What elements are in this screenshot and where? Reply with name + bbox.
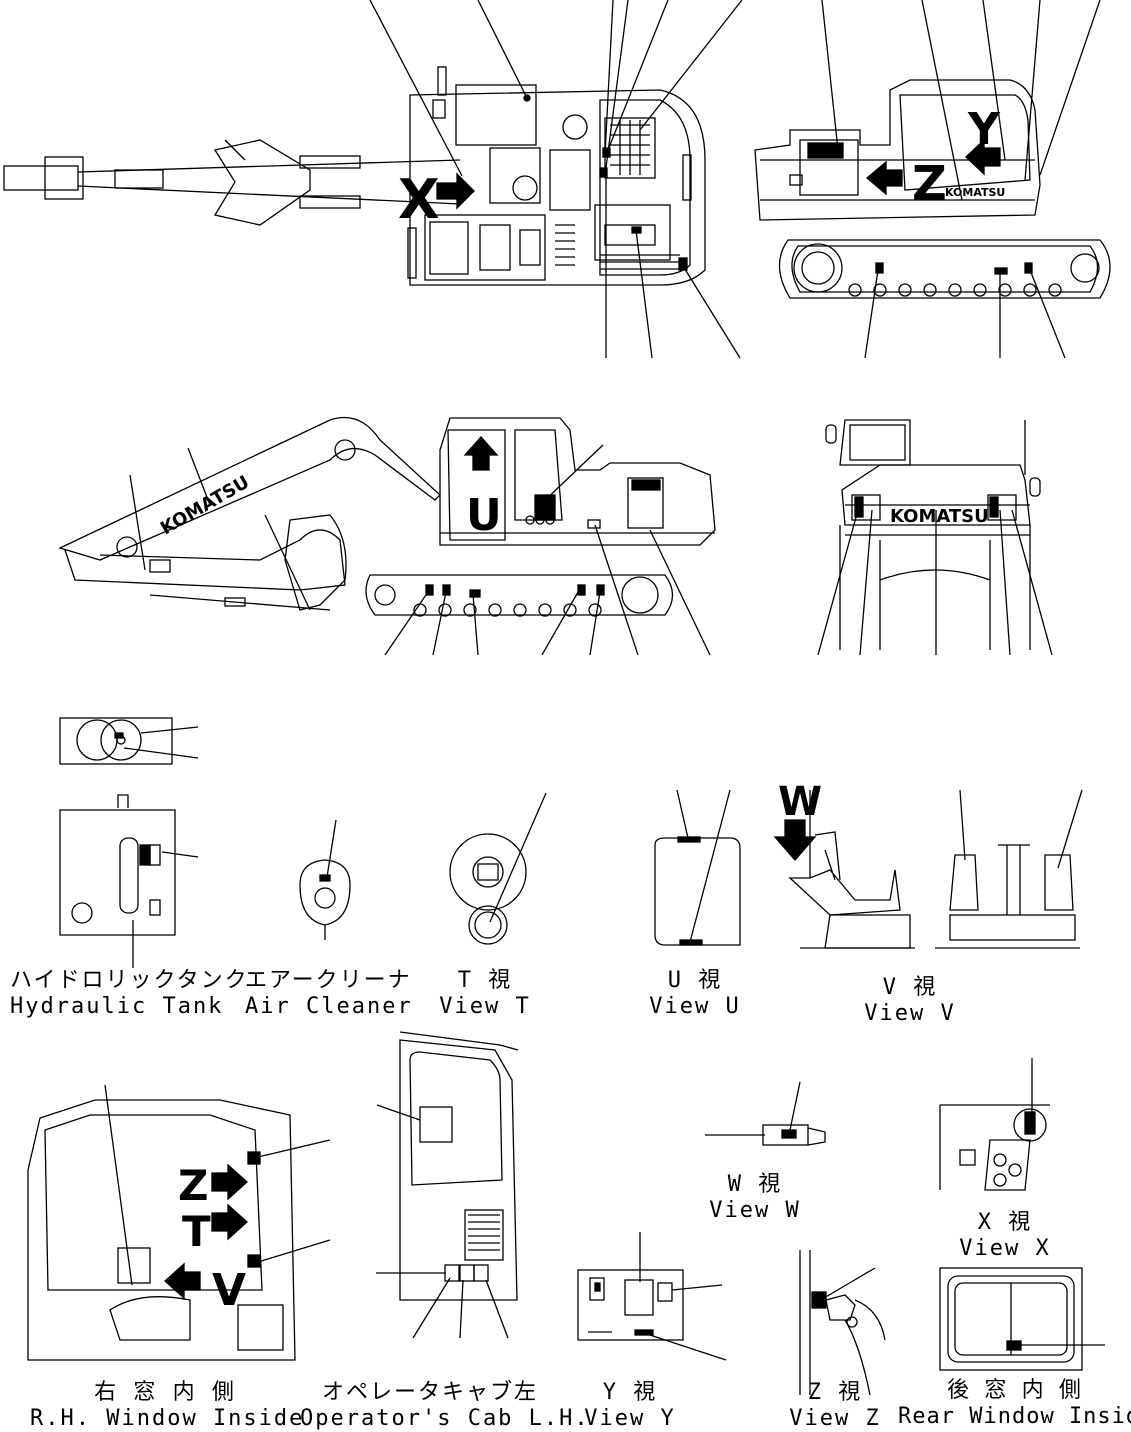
caption-air-cleaner-en: Air Cleaner: [245, 994, 413, 1019]
view-x-drawing: [939, 1058, 1050, 1191]
caption-view-v-jp: V 視: [882, 975, 938, 1000]
caption-view-w-jp: W 視: [727, 1172, 783, 1197]
caption-rh-window-inside: 右 窓 内 側 R.H. Window Inside: [30, 1380, 305, 1432]
caption-cab-lh-jp: オペレータキャブ左: [321, 1380, 538, 1405]
right-side-view-machine: KOMATSU: [754, 0, 1111, 359]
view-marker-w: W: [778, 779, 822, 825]
view-marker-u: U: [466, 490, 502, 541]
top-view-machine: [3, 0, 743, 359]
caption-air-cleaner-jp: エアークリーナ: [245, 968, 412, 993]
rear-view-machine: KOMATSU: [817, 419, 1053, 656]
caption-view-z: Z 視 View Z: [780, 1380, 890, 1432]
rear-window-inside-drawing: [939, 1267, 1105, 1371]
view-w-drawing: [705, 1081, 826, 1146]
caption-view-y-en: View Y: [584, 1406, 676, 1431]
hydraulic-tank-drawing: [59, 717, 199, 968]
view-v-drawing: [773, 789, 1083, 949]
caption-view-t-jp: T 視: [457, 968, 513, 993]
rh-window-inside-drawing: [27, 1084, 331, 1361]
caption-view-v-en: View V: [864, 1001, 956, 1026]
view-marker-v: V: [212, 1265, 246, 1316]
caption-view-v: V 視 View V: [855, 975, 965, 1027]
komatsu-logo-side: KOMATSU: [945, 186, 1005, 199]
view-y-drawing: [577, 1232, 727, 1361]
caption-hydraulic-tank: ハイドロリックタンク Hydraulic Tank: [10, 968, 249, 1020]
caption-view-t: T 視 View T: [430, 968, 540, 1020]
view-z-drawing: [799, 1250, 886, 1396]
caption-rh-window-en: R.H. Window Inside: [30, 1406, 305, 1431]
caption-rear-window-en: Rear Window Inside: [898, 1404, 1131, 1429]
caption-cab-lh-en: Operator's Cab L.H.: [300, 1406, 590, 1431]
komatsu-logo-rear: KOMATSU: [890, 506, 989, 527]
operators-cab-lh-drawing: [376, 1031, 519, 1339]
caption-view-u-jp: U 視: [667, 968, 723, 993]
view-marker-t: T: [182, 1207, 211, 1256]
caption-view-z-jp: Z 視: [807, 1380, 863, 1405]
caption-view-y: Y 視 View Y: [575, 1380, 685, 1432]
caption-view-x-en: View X: [959, 1236, 1051, 1261]
komatsu-logo-boom: KOMATSU: [157, 472, 253, 540]
caption-view-u: U 視 View U: [640, 968, 750, 1020]
caption-rear-window-jp: 後 窓 内 側: [947, 1378, 1082, 1403]
caption-rh-window-jp: 右 窓 内 側: [94, 1380, 236, 1405]
caption-air-cleaner: エアークリーナ Air Cleaner: [245, 968, 413, 1020]
left-side-view-machine: KOMATSU: [58, 416, 716, 656]
caption-view-w-en: View W: [709, 1198, 801, 1223]
view-marker-z: Z: [912, 156, 947, 212]
caption-view-u-en: View U: [649, 994, 741, 1019]
view-marker-z-window: Z: [178, 1161, 208, 1210]
caption-view-z-en: View Z: [789, 1406, 881, 1431]
caption-view-x-jp: X 視: [977, 1210, 1033, 1235]
air-cleaner-drawing: [299, 819, 351, 940]
caption-hydraulic-tank-en: Hydraulic Tank: [10, 994, 224, 1019]
caption-view-t-en: View T: [439, 994, 531, 1019]
view-t-drawing: [449, 792, 547, 945]
view-marker-y: Y: [967, 104, 1001, 155]
caption-operators-cab-lh: オペレータキャブ左 Operator's Cab L.H.: [300, 1380, 590, 1432]
caption-rear-window-inside: 後 窓 内 側 Rear Window Inside: [898, 1378, 1131, 1430]
view-marker-x: X: [398, 168, 440, 231]
caption-view-w: W 視 View W: [700, 1172, 810, 1224]
caption-view-y-jp: Y 視: [602, 1380, 658, 1405]
caption-view-x: X 視 View X: [950, 1210, 1060, 1262]
caption-hydraulic-tank-jp: ハイドロリックタンク: [10, 968, 249, 993]
view-u-drawing: [654, 789, 741, 946]
